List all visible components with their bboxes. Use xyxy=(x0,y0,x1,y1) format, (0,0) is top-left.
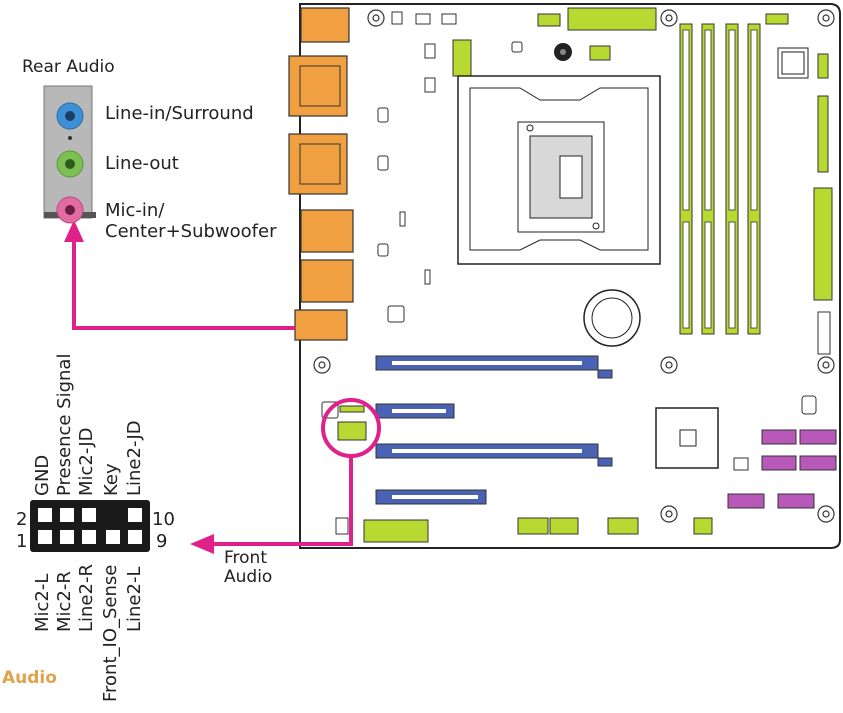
pin-label-gnd: GND xyxy=(32,454,53,496)
io-audio-jack-stack xyxy=(294,309,348,341)
rear-io-connectors xyxy=(288,7,354,341)
front-audio-pin-header xyxy=(30,500,150,552)
pin-label-mic2-jd: Mic2-JD xyxy=(76,427,97,496)
io-dvi xyxy=(288,133,348,195)
io-ps2 xyxy=(300,7,350,43)
rear-audio-title: Rear Audio xyxy=(22,57,115,77)
mounting-holes xyxy=(313,9,835,523)
pin-label-key: Key xyxy=(101,463,122,496)
pin-label-line2-l: Line2-L xyxy=(124,566,145,633)
rear-audio-arrowhead xyxy=(64,220,84,242)
cpu-socket xyxy=(457,75,661,265)
front-audio-label-2: Audio xyxy=(224,567,273,587)
jack-label-line-out: Line-out xyxy=(105,153,179,174)
chipset xyxy=(655,407,719,469)
jack-label-line-in: Line-in/Surround xyxy=(105,103,254,124)
pin-label-line2-jd: Line2-JD xyxy=(124,420,145,496)
front-audio-arrowhead xyxy=(190,534,214,554)
pin-number-2: 2 xyxy=(16,509,28,530)
sata-ports xyxy=(727,429,837,509)
io-usb-2 xyxy=(300,259,354,303)
jack-label-center-sub: Center+Subwoofer xyxy=(105,221,277,242)
io-vga xyxy=(288,55,348,117)
pin-label-line2-r: Line2-R xyxy=(76,564,97,632)
section-heading: Audio xyxy=(2,668,57,688)
pin-label-mic2-r: Mic2-R xyxy=(54,571,75,632)
io-usb-1 xyxy=(300,209,354,253)
pin-label-mic2-l: Mic2-L xyxy=(32,573,53,632)
jack-label-mic-in: Mic-in/ xyxy=(105,200,165,221)
pin-label-front-io-sense: Front_IO_Sense xyxy=(100,564,121,702)
rear-audio-bracket xyxy=(43,85,96,224)
pin-number-1: 1 xyxy=(16,531,28,552)
pin-label-presence: Presence Signal xyxy=(54,353,75,496)
front-audio-label-1: Front xyxy=(224,548,267,568)
front-audio-header-onboard xyxy=(337,421,367,441)
pin-number-10: 10 xyxy=(152,509,175,530)
pin-number-9: 9 xyxy=(156,531,168,552)
